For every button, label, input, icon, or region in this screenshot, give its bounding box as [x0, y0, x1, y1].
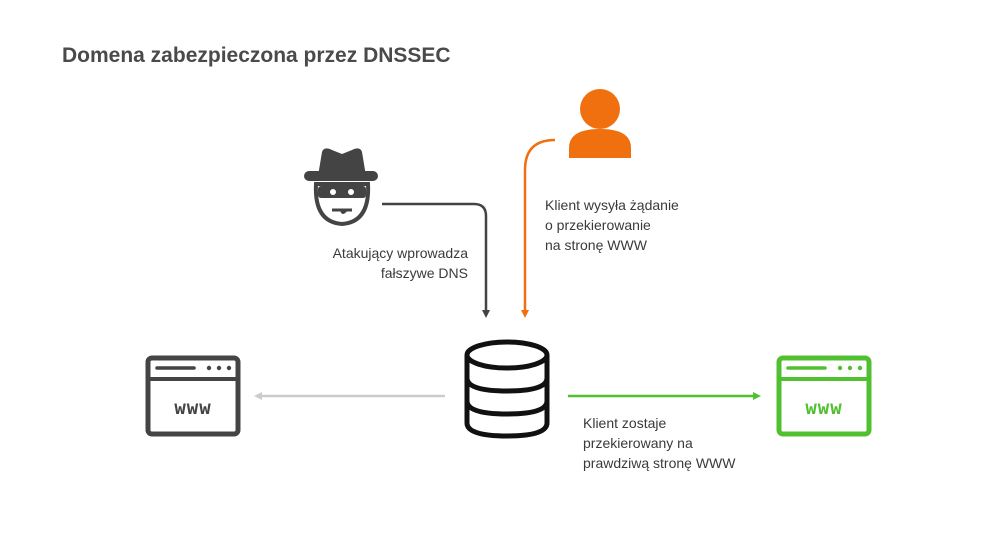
client-label: Klient wysyła żądanie o przekierowanie n… — [545, 195, 679, 255]
client-label-line: Klient wysyła żądanie — [545, 197, 679, 213]
client-label-line: o przekierowanie — [545, 217, 651, 233]
real-site-browser-icon: www — [776, 355, 872, 437]
redirect-label-line: Klient zostaje — [583, 415, 667, 431]
attacker-label-line: fałszywe DNS — [380, 265, 468, 281]
attacker-label-line: Atakujący wprowadza — [332, 245, 468, 261]
diagram-title: Domena zabezpieczona przez DNSSEC — [62, 44, 451, 67]
attacker-arrow — [382, 202, 490, 318]
database-icon — [464, 339, 550, 439]
redirect-label-line: prawdziwą stronę WWW — [583, 455, 736, 471]
redirect-label: Klient zostaje przekierowany na prawdziw… — [583, 413, 735, 473]
client-label-line: na stronę WWW — [545, 237, 647, 253]
user-icon — [569, 89, 631, 158]
attacker-icon — [304, 148, 378, 227]
fake-site-browser-icon: www — [145, 355, 241, 437]
redirect-label-line: przekierowany na — [583, 435, 693, 451]
client-arrow — [521, 138, 556, 318]
real-site-www-text: www — [805, 397, 842, 419]
attacker-label: Atakujący wprowadza fałszywe DNS — [230, 243, 468, 283]
fake-site-www-text: www — [174, 397, 211, 419]
